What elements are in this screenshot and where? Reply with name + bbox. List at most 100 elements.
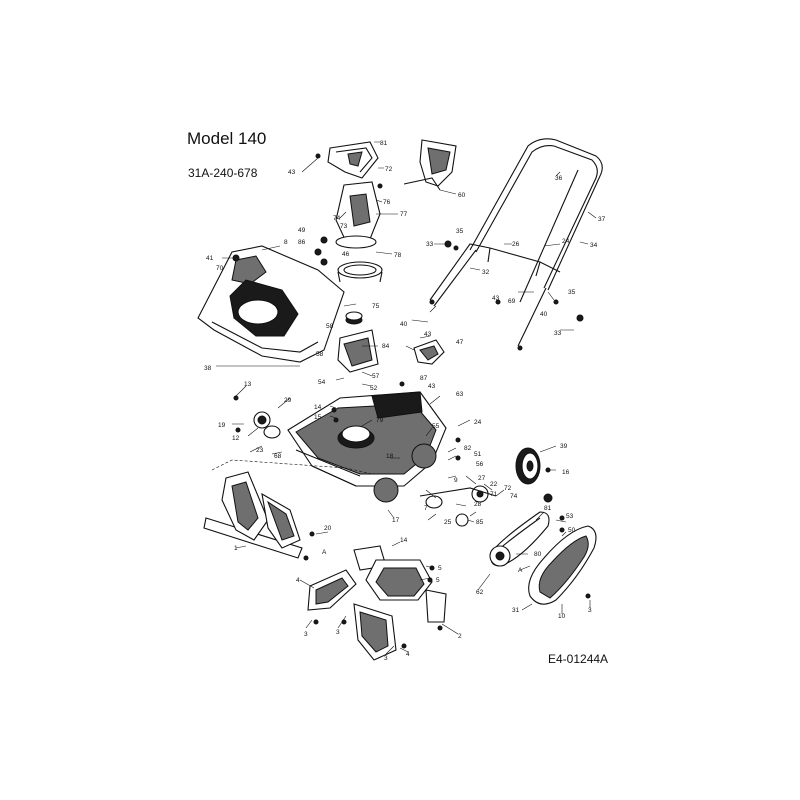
callout-24: 24 bbox=[474, 419, 482, 426]
callout-4: 4 bbox=[406, 651, 410, 658]
callout-43: 43 bbox=[492, 295, 500, 302]
callout-36: 36 bbox=[555, 175, 563, 182]
callout-1: 1 bbox=[234, 545, 238, 552]
callout-43: 43 bbox=[424, 331, 432, 338]
callout-70: 70 bbox=[216, 265, 224, 272]
drive-belt bbox=[489, 511, 550, 567]
auger-housing bbox=[287, 391, 447, 503]
callout-85: 85 bbox=[476, 519, 484, 526]
callout-15: 15 bbox=[314, 414, 322, 421]
callout-3: 3 bbox=[336, 629, 340, 636]
chute-deflector bbox=[327, 141, 379, 179]
callout-81: 81 bbox=[380, 140, 388, 147]
callout-28: 28 bbox=[474, 501, 482, 508]
callout-23: 23 bbox=[256, 447, 264, 454]
callout-33: 33 bbox=[554, 330, 562, 337]
callout-58: 58 bbox=[316, 351, 324, 358]
chute-ring bbox=[337, 261, 383, 283]
callout-84: 84 bbox=[382, 343, 390, 350]
callout-26: 26 bbox=[512, 241, 520, 248]
callout-14: 14 bbox=[400, 537, 408, 544]
callout-43: 43 bbox=[428, 383, 436, 390]
lower-handle bbox=[429, 243, 561, 347]
callout-31: 31 bbox=[512, 607, 520, 614]
callout-9: 9 bbox=[454, 477, 458, 484]
callout-2: 2 bbox=[458, 633, 462, 640]
chute-handle bbox=[403, 139, 457, 191]
belt-cover bbox=[528, 525, 597, 605]
callout-35: 35 bbox=[568, 289, 576, 296]
callout-16: 16 bbox=[562, 469, 570, 476]
callout-76: 76 bbox=[383, 199, 391, 206]
callout-60: 60 bbox=[458, 192, 466, 199]
auger-lower bbox=[307, 545, 447, 661]
callout-51: 51 bbox=[474, 451, 482, 458]
discharge-chute bbox=[335, 181, 381, 249]
callout-24: 24 bbox=[562, 238, 570, 245]
callout-A: A bbox=[322, 549, 327, 556]
callout-40: 40 bbox=[400, 321, 408, 328]
callout-82: 82 bbox=[464, 445, 472, 452]
callout-40: 40 bbox=[540, 311, 548, 318]
callout-58: 58 bbox=[326, 323, 334, 330]
callout-49: 49 bbox=[298, 227, 306, 234]
callout-20: 20 bbox=[324, 525, 332, 532]
callout-17: 17 bbox=[392, 517, 400, 524]
callout-69: 69 bbox=[508, 298, 516, 305]
callout-38: 38 bbox=[204, 365, 212, 372]
diagram-reference-code: E4-01244A bbox=[548, 652, 609, 666]
callout-79: 79 bbox=[376, 417, 384, 424]
auger-paddle-left bbox=[221, 471, 301, 549]
callout-34: 34 bbox=[590, 242, 598, 249]
callout-22: 22 bbox=[490, 481, 498, 488]
shroud bbox=[197, 245, 345, 363]
upper-handle bbox=[469, 138, 603, 303]
callout-77: 77 bbox=[400, 211, 408, 218]
callout-39: 39 bbox=[560, 443, 568, 450]
callout-54: 54 bbox=[318, 379, 326, 386]
impeller-parts bbox=[419, 485, 497, 527]
callout-72: 72 bbox=[385, 166, 393, 173]
callout-18: 18 bbox=[386, 453, 394, 460]
callout-27: 27 bbox=[478, 475, 486, 482]
callout-78: 78 bbox=[394, 252, 402, 259]
callout-74: 74 bbox=[510, 493, 518, 500]
callout-37: 37 bbox=[598, 216, 606, 223]
callout-86: 86 bbox=[298, 239, 306, 246]
callout-80: 80 bbox=[534, 551, 542, 558]
callout-41: 41 bbox=[206, 255, 214, 262]
callout-32: 32 bbox=[482, 269, 490, 276]
callout-53: 53 bbox=[566, 513, 574, 520]
fuel-tank bbox=[337, 311, 379, 373]
bearing-left bbox=[253, 411, 281, 439]
callout-3: 3 bbox=[304, 631, 308, 638]
callout-29: 29 bbox=[284, 397, 292, 404]
callout-3: 3 bbox=[384, 655, 388, 662]
callout-10: 10 bbox=[558, 613, 566, 620]
model-number: 31A-240-678 bbox=[188, 166, 258, 180]
callout-74: 74 bbox=[333, 215, 341, 222]
primer-knob bbox=[413, 339, 445, 365]
callout-52: 52 bbox=[370, 385, 378, 392]
callout-71: 71 bbox=[490, 491, 498, 498]
callout-87: 87 bbox=[420, 375, 428, 382]
callout-5: 5 bbox=[438, 565, 442, 572]
callout-4: 4 bbox=[296, 577, 300, 584]
callout-56: 56 bbox=[476, 461, 484, 468]
callout-55: 55 bbox=[432, 423, 440, 430]
callout-25: 25 bbox=[444, 519, 452, 526]
callout-13: 13 bbox=[244, 381, 252, 388]
callout-50: 50 bbox=[568, 527, 576, 534]
callout-35: 35 bbox=[456, 228, 464, 235]
callout-19: 19 bbox=[218, 422, 226, 429]
callout-3: 3 bbox=[588, 607, 592, 614]
callout-33: 33 bbox=[426, 241, 434, 248]
callout-7: 7 bbox=[424, 505, 428, 512]
leader-lines bbox=[216, 141, 597, 655]
callout-47: 47 bbox=[456, 339, 464, 346]
model-title: Model 140 bbox=[187, 129, 267, 148]
callout-73: 73 bbox=[340, 223, 348, 230]
callout-63: 63 bbox=[456, 391, 464, 398]
